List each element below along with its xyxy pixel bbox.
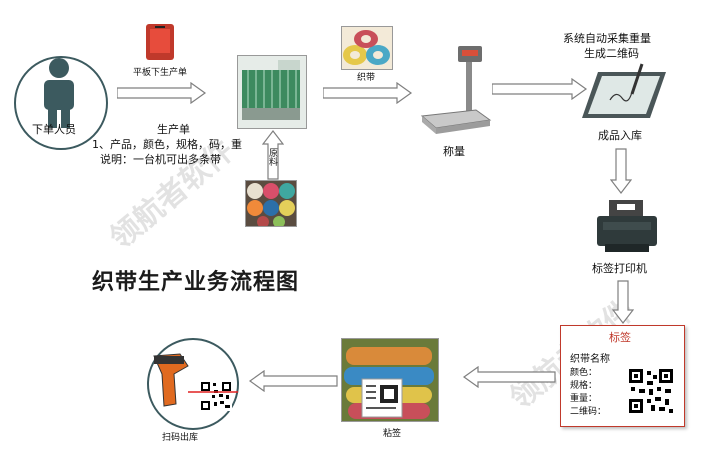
- stick-label: 粘签: [383, 429, 402, 439]
- label-field-qrcode: 二维码：: [570, 407, 607, 417]
- arrow-order: [117, 82, 207, 104]
- tablet-label: 平板下生产单: [133, 68, 188, 78]
- system-tablet-icon: [582, 63, 666, 118]
- system-label-line2: 生成二维码: [584, 47, 639, 60]
- weigh-label: 称量: [443, 145, 465, 158]
- yarn-photo: [245, 180, 297, 227]
- person-circle: [14, 56, 108, 150]
- order-info-title: 生产单: [157, 123, 190, 136]
- weaving-machine-photo: [237, 55, 307, 129]
- scan-circle: [147, 338, 239, 430]
- label-field-color: 颜色：: [570, 368, 598, 378]
- material-label: 原料: [267, 148, 277, 166]
- scan-beam: [188, 391, 238, 393]
- person-icon: [44, 58, 74, 128]
- order-info-line2: 说明：一台机可出多条带: [100, 153, 221, 166]
- arrow-weigh: [492, 78, 588, 100]
- tablet-icon: [146, 24, 174, 60]
- barcode-scanner-icon: [153, 353, 189, 407]
- arrow-stock-in: [610, 148, 632, 194]
- printer-icon: [597, 200, 657, 252]
- arrow-printer: [612, 280, 634, 324]
- order-info-line1: 1、产品，颜色，规格，码，重: [92, 138, 242, 151]
- woven-tape-label: 织带: [357, 73, 376, 83]
- label-field-spec: 规格：: [570, 381, 598, 391]
- diagram-title: 织带生产业务流程图: [92, 269, 300, 295]
- arrow-material: [262, 130, 284, 180]
- scan-qr-icon: [200, 381, 232, 411]
- printer-label: 标签打印机: [592, 262, 647, 275]
- scale-icon: [420, 46, 492, 134]
- system-label-line1: 系统自动采集重量: [563, 32, 651, 45]
- label-field-weight: 重量：: [570, 394, 598, 404]
- arrow-stick: [248, 370, 338, 392]
- label-field-name: 织带名称: [570, 354, 610, 365]
- scan-out-label: 扫码出库: [162, 433, 199, 443]
- arrow-label: [462, 366, 556, 388]
- arrow-weave: [323, 82, 413, 104]
- woven-tape-photo: [341, 26, 393, 70]
- order-person-label: 下单人员: [32, 123, 76, 136]
- stock-in-label: 成品入库: [598, 129, 642, 142]
- stick-label-photo: [341, 338, 439, 422]
- label-card-title: 标签: [609, 331, 631, 344]
- label-card: 标签 织带名称 颜色： 规格： 重量： 二维码：: [560, 325, 685, 427]
- qr-code-icon: [627, 367, 675, 415]
